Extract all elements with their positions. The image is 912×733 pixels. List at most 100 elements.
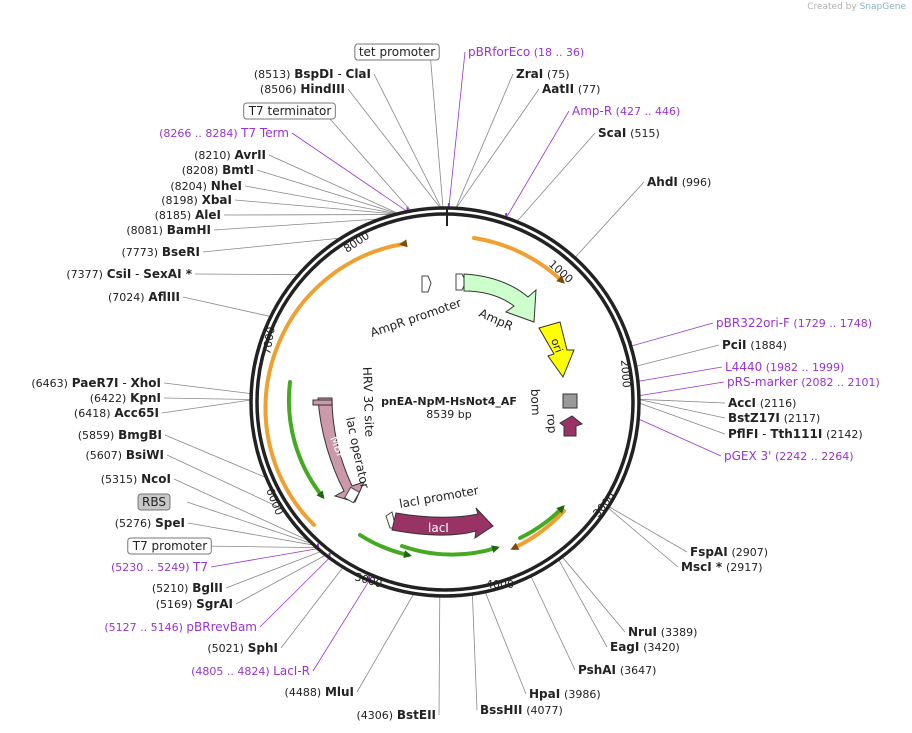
tick-8000: 8000 <box>341 229 371 255</box>
primer-pbr322ori-f: pBR322ori-F (1729 .. 1748) <box>716 316 872 330</box>
leader-t7-terminator <box>322 110 412 212</box>
orf-arc-bottom-green <box>400 544 500 557</box>
primer-t7: (5230 .. 5249) T7 <box>111 560 208 574</box>
leader-bsteii <box>438 595 441 716</box>
leader-pshai <box>530 575 576 671</box>
site-hindiii: (8506) HindIII <box>260 82 345 96</box>
leader-pgex-3 <box>638 418 722 457</box>
feature-rbs: RBS <box>142 495 166 509</box>
plasmid-name: pnEA-NpM-HsNot4_AF <box>381 395 517 408</box>
feature-box-t7-terminator <box>243 102 336 120</box>
backbone-outer-strand <box>249 206 641 598</box>
feature-t7-promoter: T7 promoter <box>132 539 208 553</box>
leader-csii <box>194 273 299 276</box>
laci-glyph <box>391 507 494 540</box>
site-sphi: (5021) SphI <box>207 641 278 655</box>
tick-7000: 7000 <box>260 326 278 356</box>
bom-glyph <box>562 393 578 409</box>
primer-pgex-3: pGEX 3' (2242 .. 2264) <box>724 449 854 463</box>
site-nhei: (8204) NheI <box>170 179 242 193</box>
leader-ahdi <box>574 181 645 259</box>
feature-glyphs <box>312 273 584 540</box>
leader-acc65i <box>161 399 252 414</box>
snapgene-credit: Created by SnapGene <box>807 2 906 12</box>
leader-amp-r <box>505 110 570 219</box>
orf-arc-bottom-right-green <box>518 505 565 540</box>
leader-bsiwi <box>166 454 284 510</box>
hrv-3c-site-glyph <box>312 399 333 406</box>
site-bglii: (5210) BglII <box>152 581 223 595</box>
orf-arc-left <box>263 239 408 527</box>
primer-pbrforeco: pBRforEco (18 .. 36) <box>468 45 584 59</box>
leader-eagi <box>558 559 608 648</box>
leader-kpni <box>163 397 252 400</box>
site-leader-lines <box>161 51 726 716</box>
label-hrv-3c-site: HRV 3C site <box>360 367 376 438</box>
site-aatii: AatII (77) <box>542 82 600 96</box>
leader-sgrai <box>235 554 326 605</box>
site-labels: pBRforEco (18 .. 36) ZraI (75)AatII (77) A… <box>31 43 880 722</box>
primer-amp-r: Amp-R (427 .. 446) <box>572 104 680 118</box>
leader-laci-r <box>312 580 370 672</box>
backbone-inner-strand <box>255 212 635 592</box>
label-ori: ori <box>548 337 565 355</box>
feature-box-tet-promoter <box>354 43 440 61</box>
leader-bstz17i <box>638 399 726 419</box>
leader-paer7i <box>163 382 252 395</box>
site-pshai: PshAI (3647) <box>578 663 656 677</box>
primer-l4440: L4440 (1982 .. 1999) <box>725 360 844 374</box>
leader-pbr322ori-f <box>630 322 714 347</box>
leader-t7-term <box>291 132 408 212</box>
orf-arcs <box>263 236 566 559</box>
tick-4000: 4000 <box>486 578 514 591</box>
lac-operator-glyph <box>343 486 361 504</box>
site-acci: AccI (2116) <box>728 396 796 410</box>
leader-nrui <box>561 556 626 633</box>
label-laci: lacI <box>428 521 449 535</box>
site-bspdi: (8513) BspDI - ClaI <box>254 67 371 81</box>
leader-spei <box>187 522 315 546</box>
label-bom: bom <box>528 389 543 416</box>
site-bseri: (7773) BseRI <box>121 245 200 259</box>
plasmid-length: 8539 bp <box>426 408 471 421</box>
leader-hindiii <box>347 88 441 209</box>
leader-tet-promoter <box>429 51 444 209</box>
leader-bmgbi <box>164 434 267 479</box>
site-afliii: (7024) AflIII <box>108 290 180 304</box>
tick-5000: 5000 <box>353 570 383 590</box>
leader-pbrforeco <box>448 51 466 209</box>
label-laci-promoter: lacI promoter <box>398 483 480 511</box>
credit-brand: SnapGene <box>859 2 906 12</box>
site-bsteii: (4306) BstEII <box>356 708 436 722</box>
leader-bmti <box>256 169 399 215</box>
leader-sphi <box>280 566 344 649</box>
ampr-promoter-glyph <box>421 275 432 293</box>
primer-prs-marker: pRS-marker (2082 .. 2101) <box>727 375 880 389</box>
label-ampr-promoter: AmpR promoter <box>368 296 463 340</box>
leader-bseri <box>202 237 342 253</box>
primer-t7-term: (8266 .. 8284) T7 Term <box>159 126 289 140</box>
site-fspai: FspAI (2907) <box>690 545 768 559</box>
primer-pbrrevbam: (5127 .. 5146) pBRrevBam <box>104 620 257 634</box>
site-avrii: (8210) AvrII <box>194 148 266 162</box>
site-pflfi: PflFI - Tth111I (2142) <box>728 427 863 441</box>
site-ncoi: (5315) NcoI <box>101 472 171 486</box>
leader-mlui <box>356 593 415 693</box>
site-msci: MscI * (2917) <box>681 560 763 574</box>
site-bsiwi: (5607) BsiWI <box>85 448 164 462</box>
site-zrai: ZraI (75) <box>516 67 570 81</box>
leader-pflfi <box>638 402 726 435</box>
leader-t7 <box>210 548 319 568</box>
site-xbai: (8198) XbaI <box>161 193 232 207</box>
site-mlui: (4488) MluI <box>285 685 354 699</box>
leader-avrii <box>268 154 399 215</box>
site-scai: ScaI (515) <box>598 126 660 140</box>
orf-arc-left-green <box>286 380 325 500</box>
label-rop: rop <box>544 413 559 434</box>
leader-scai <box>516 132 596 223</box>
leader-msci <box>607 507 679 568</box>
site-acc65i: (6418) Acc65I <box>74 406 159 420</box>
site-alei: (8185) AleI <box>155 208 221 222</box>
site-bmti: (8208) BmtI <box>182 163 254 177</box>
